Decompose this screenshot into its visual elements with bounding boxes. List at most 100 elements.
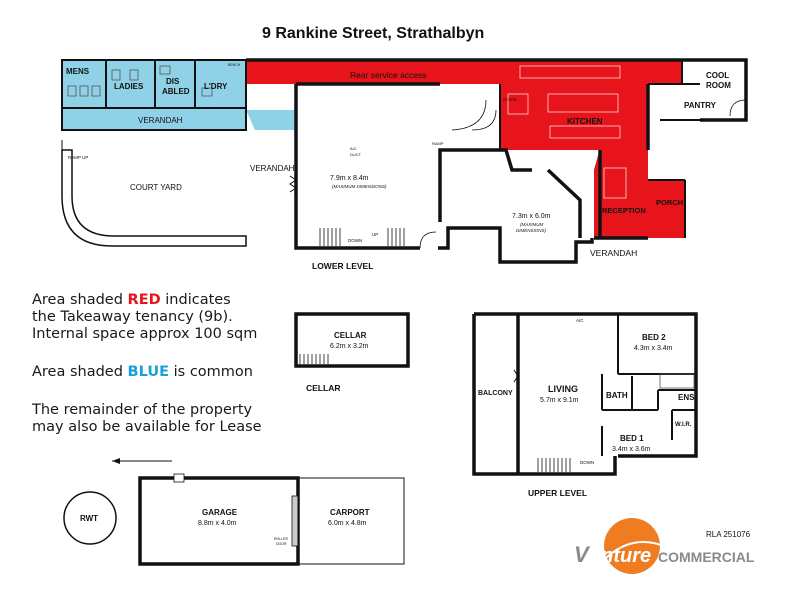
legend-red-suffix: indicates (160, 292, 231, 308)
cool-room-label-2: ROOM (706, 81, 731, 90)
stairs-up-label: UP (372, 232, 378, 237)
mens-label: MENS (66, 67, 90, 76)
amenity-fixtures (67, 65, 213, 97)
takeaway-corridor (612, 150, 648, 180)
cellar-dimensions: 6.2m x 3.2m (330, 343, 369, 350)
verandah-left-label: VERANDAH (250, 164, 295, 173)
porch-label: PORCH (656, 198, 683, 207)
upper-ac-label: A/C (576, 318, 584, 323)
carport-label: CARPORT (330, 508, 370, 517)
lower-level-interior-walls (499, 60, 700, 238)
court-yard-label: COURT YARD (130, 183, 182, 192)
takeaway-rear-service (246, 60, 500, 84)
ramp-up-label: RAMP UP (68, 155, 88, 160)
legend-red-word: RED (127, 292, 161, 308)
legend-red-line-1: Area shaded RED indicates (32, 292, 257, 309)
legend-red-prefix: Area shaded (32, 292, 128, 308)
living-label: LIVING (548, 384, 578, 394)
upper-down-label: DOWN (580, 460, 594, 465)
cellar-room-label: CELLAR (334, 331, 367, 340)
upper-level-plan: BALCONY LIVING 5.7m x 9.1m BED 2 4.3m x … (472, 312, 698, 498)
balcony-door-marker (513, 369, 519, 383)
room-b-dimensions: 7.3m x 6.0m (512, 213, 551, 220)
pantry-label: PANTRY (684, 101, 717, 110)
wir-label: W.I.R. (675, 422, 692, 428)
logo-v: V (574, 542, 591, 567)
verandah-bottom-label: VERANDAH (590, 248, 637, 258)
amenity-walls (61, 59, 247, 131)
living-dimensions: 5.7m x 9.1m (540, 397, 579, 404)
logo-enture: enture (590, 545, 651, 567)
verandah-top-label: VERANDAH (138, 116, 183, 125)
store-label: STORE (503, 97, 517, 102)
room-a-dimensions: 7.9m x 8.4m (330, 175, 369, 182)
bed1-dimensions: 3.4m x 3.6m (612, 446, 651, 453)
rwt-label: RWT (80, 514, 98, 523)
rear-service-label: Rear service access (350, 70, 427, 80)
cellar-caption: CELLAR (306, 383, 340, 393)
laundry-label: L'DRY (204, 82, 228, 91)
bench-label: BENCH (228, 63, 241, 67)
garage-dimensions: 8.8m x 4.0m (198, 520, 237, 527)
disabled-label-2: ABLED (162, 87, 190, 96)
property-title: 9 Rankine Street, Strathalbyn (262, 25, 484, 42)
takeaway-kitchen-area (498, 60, 682, 150)
lower-stairs (319, 228, 405, 246)
direction-arrow-head (112, 458, 120, 464)
legend-blue-line: Area shaded BLUE is common (32, 364, 253, 381)
legend-red-line-2: the Takeaway tenancy (9b). (32, 309, 233, 325)
legend-red-block: Area shaded RED indicates the Takeaway t… (32, 292, 257, 343)
stairs-down-label: DOWN (348, 238, 362, 243)
logo-commercial: COMMERCIAL (658, 549, 755, 565)
garage-label: GARAGE (202, 508, 238, 517)
bath-label: BATH (606, 391, 628, 400)
upper-level-walls (472, 312, 698, 476)
kitchen-label: KITCHEN (567, 117, 603, 126)
room-b-note-1: (MAXIMUM (520, 222, 543, 227)
ramp-label: RAMP (432, 141, 444, 146)
legend-blue-suffix: is common (169, 364, 253, 380)
upper-stairs (537, 458, 571, 472)
legend-blue-prefix: Area shaded (32, 364, 128, 380)
ladies-label: LADIES (114, 82, 144, 91)
legend-blue-word: BLUE (127, 364, 170, 380)
legend-blue-block: Area shaded BLUE is common (32, 364, 253, 381)
cellar-plan: CELLAR 6.2m x 3.2m CELLAR (294, 312, 410, 393)
roller-door-label-2: DOOR (276, 542, 287, 546)
balcony-label: BALCONY (478, 390, 513, 397)
door-swings (419, 99, 747, 249)
verandah-post-marker (289, 175, 297, 193)
garage-door-marker (173, 473, 185, 483)
kitchen-fixtures (507, 65, 627, 199)
legend-remainder-line-2: may also be available for Lease (32, 419, 262, 435)
legend-red-line-3: Internal space approx 100 sqm (32, 326, 258, 342)
duct-label: DUCT (350, 152, 362, 157)
cool-room-label-1: COOL (706, 71, 729, 80)
bed1-label: BED 1 (620, 434, 644, 443)
upper-level-caption: UPPER LEVEL (528, 488, 587, 498)
logo-swoosh (605, 541, 665, 559)
venture-commercial-logo: RLA 251076 V enture COMMERCIAL (574, 518, 755, 574)
legend-remainder-line-1: The remainder of the property (32, 402, 253, 418)
rla-number: RLA 251076 (706, 530, 751, 539)
common-area-verandah-link (246, 110, 296, 130)
bath-tub (659, 373, 695, 389)
lower-level-walls (246, 58, 748, 264)
carport-dimensions: 6.0m x 4.8m (328, 520, 367, 527)
ac-label: A/C (350, 146, 357, 151)
roller-door-label-1: ROLLER (274, 537, 288, 541)
disabled-label-1: DIS (166, 77, 180, 86)
bed2-label: BED 2 (642, 333, 666, 342)
room-b-note-2: DIMENSIONS) (516, 228, 547, 233)
carport-outline (297, 477, 405, 565)
rainwater-tank (63, 491, 117, 545)
roller-door (291, 495, 299, 547)
reception-label: RECEPTION (602, 206, 646, 215)
room-a-note: (MAXIMUM DIMENSIONS) (332, 184, 387, 189)
logo-orange-circle (604, 518, 660, 574)
courtyard-outline (61, 149, 247, 247)
lower-level-caption: LOWER LEVEL (312, 261, 373, 271)
bed2-dimensions: 4.3m x 3.4m (634, 345, 673, 352)
